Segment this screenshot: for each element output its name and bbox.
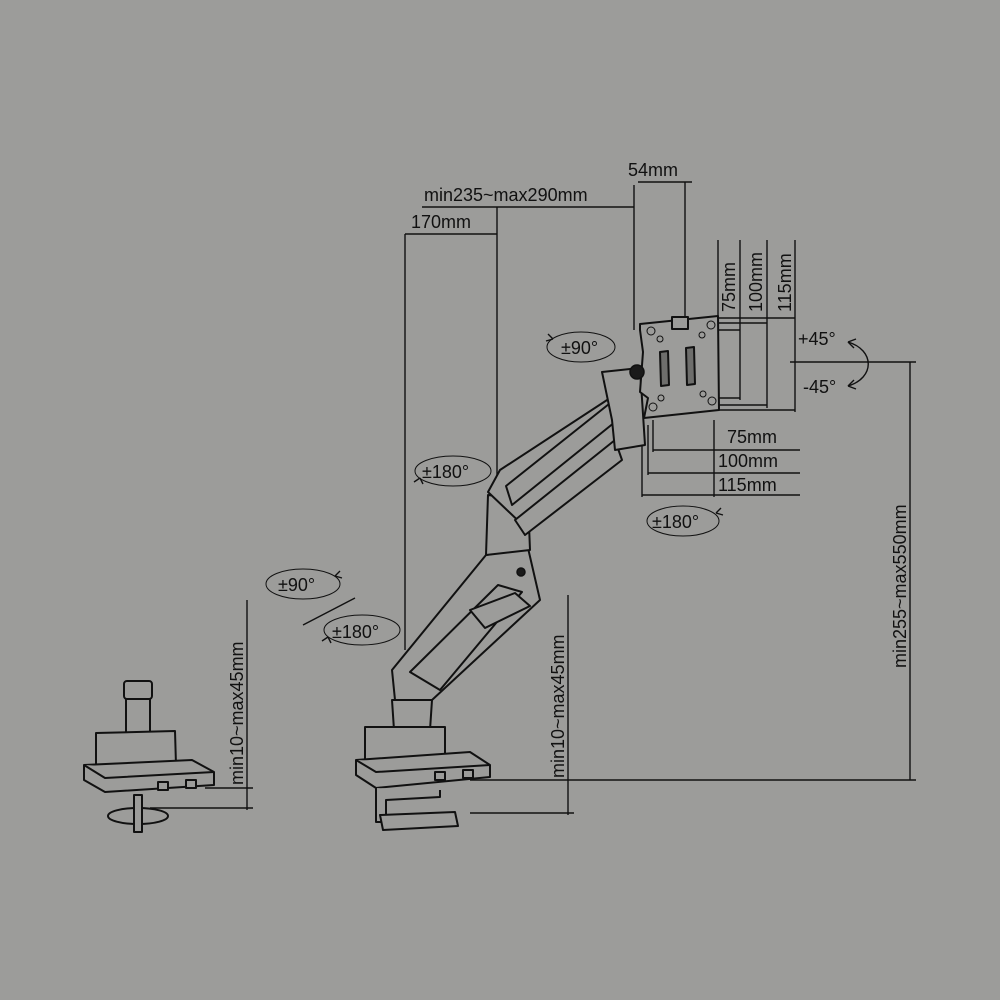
dim-vesa-v-115: 115mm	[775, 253, 795, 312]
svg-text:±180°: ±180°	[652, 512, 699, 532]
dim-grommet-thickness: min10~max45mm	[227, 641, 247, 785]
clamp-base	[355, 699, 491, 831]
rotation-badges: ±90° +45° -45° ±180° ±180° ±90°	[265, 329, 869, 646]
upper-arm	[487, 367, 646, 536]
rotation-base-swivel: ±180°	[321, 614, 401, 646]
dim-vesa-h-75: 75mm	[727, 427, 777, 447]
dim-clamp-thickness: min10~max45mm	[548, 634, 568, 778]
rotation-head-rotate: ±90°	[545, 331, 616, 363]
tilt-down-label: -45°	[803, 377, 836, 397]
rotation-head-swivel: ±180°	[646, 505, 724, 537]
grommet-mount	[83, 680, 215, 833]
dim-vesa-v-100: 100mm	[746, 252, 766, 312]
dimension-lines	[150, 181, 916, 815]
svg-text:±90°: ±90°	[278, 575, 315, 595]
dim-height-range: min255~max550mm	[890, 504, 910, 668]
dim-vesa-h-115: 115mm	[718, 475, 777, 495]
tilt-up-label: +45°	[798, 329, 836, 349]
svg-text:±180°: ±180°	[332, 622, 379, 642]
dim-arm-extension: min235~max290mm	[424, 185, 588, 205]
monitor-arm	[355, 315, 720, 831]
svg-text:±90°: ±90°	[561, 338, 598, 358]
rotation-base-rotate: ±90°	[265, 568, 343, 600]
vesa-head	[629, 315, 720, 419]
dim-vesa-depth: 54mm	[628, 160, 678, 180]
svg-text:±180°: ±180°	[422, 462, 469, 482]
dimension-labels: 54mm min235~max290mm 170mm 75mm 100mm 11…	[227, 160, 910, 785]
rotation-elbow-swivel: ±180°	[413, 455, 492, 487]
rotation-tilt: +45° -45°	[798, 329, 869, 397]
dim-vesa-v-75: 75mm	[719, 262, 739, 312]
dim-vesa-h-100: 100mm	[718, 451, 778, 471]
dim-pole-offset: 170mm	[411, 212, 471, 232]
